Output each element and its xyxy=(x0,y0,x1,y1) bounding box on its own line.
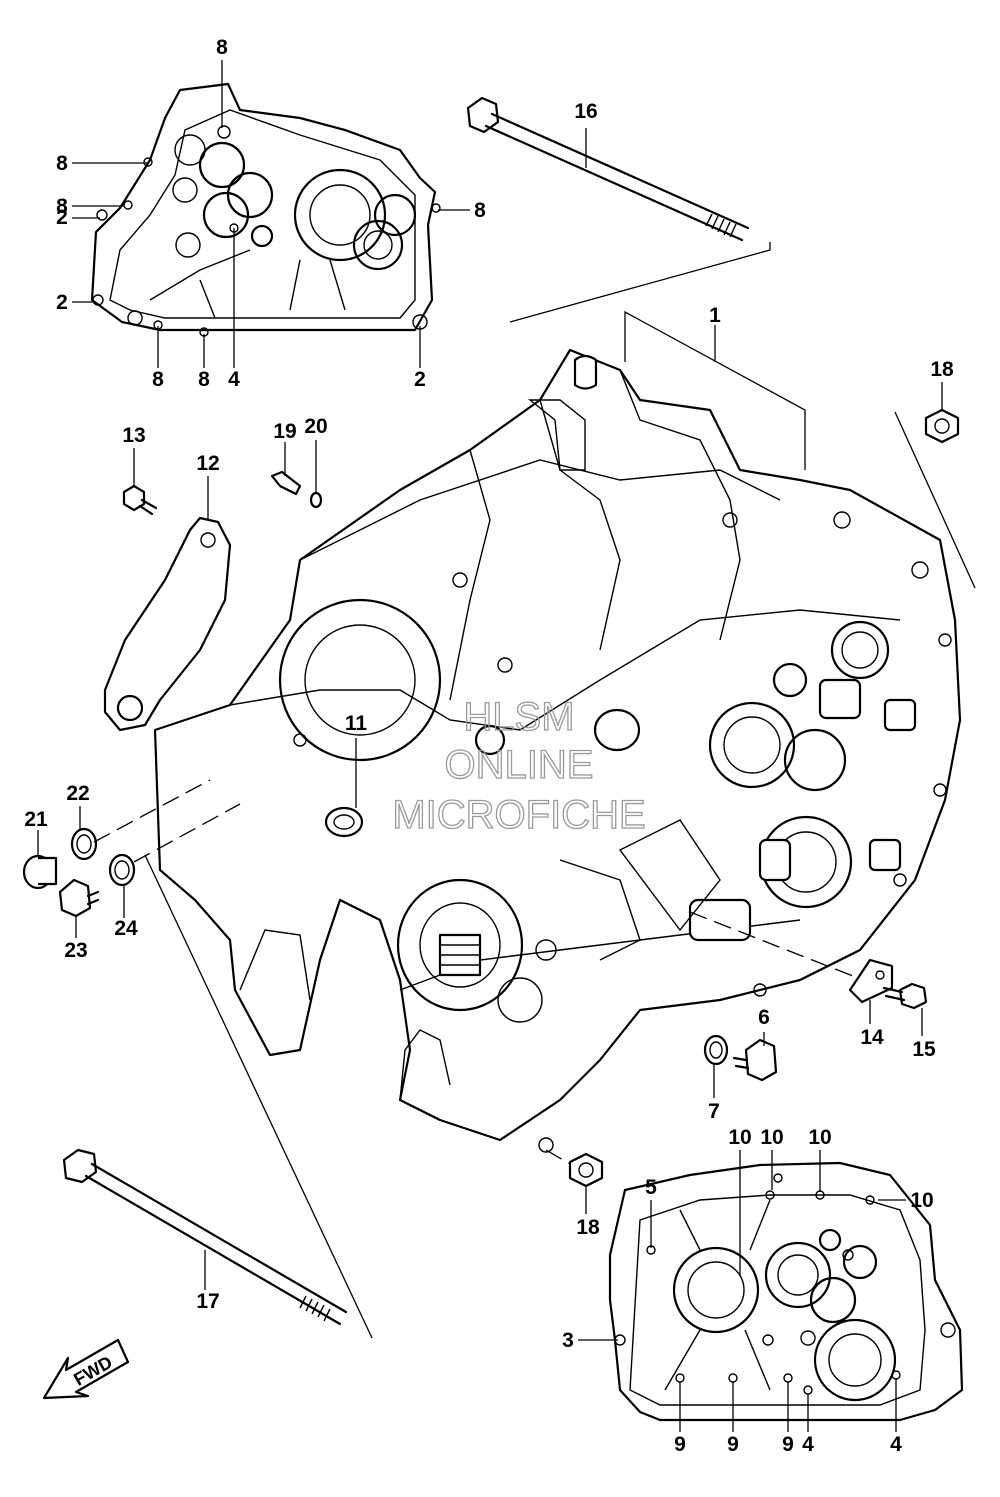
callout-9-2: 9 xyxy=(727,1433,739,1456)
screw-15 xyxy=(882,982,928,1010)
callout-8-bottom-2: 8 xyxy=(198,368,210,391)
callout-3: 3 xyxy=(562,1329,574,1352)
long-bolt-16 xyxy=(466,96,771,323)
callout-7: 7 xyxy=(708,1100,720,1123)
callout-9-1: 9 xyxy=(674,1433,686,1456)
callout-20: 20 xyxy=(304,415,327,438)
callout-5: 5 xyxy=(645,1176,657,1199)
callout-9-3: 9 xyxy=(782,1433,794,1456)
callout-labels: 1 2 2 2 3 4 4 4 5 6 7 8 8 8 8 8 8 9 9 9 … xyxy=(24,36,954,1456)
crankcase-inner-view-top xyxy=(90,82,441,337)
callout-10-3: 10 xyxy=(808,1126,831,1149)
main-crankcase-assembly xyxy=(153,348,962,1153)
callout-4-bottom-right: 4 xyxy=(890,1433,902,1456)
callout-18-bottom: 18 xyxy=(576,1216,600,1239)
long-bolt-17 xyxy=(62,1148,348,1326)
callout-8-right: 8 xyxy=(474,199,486,222)
gasket-24 xyxy=(108,853,136,887)
nut-18-top xyxy=(924,408,960,444)
o-ring-20 xyxy=(309,491,323,509)
callout-21: 21 xyxy=(24,808,48,831)
callout-12: 12 xyxy=(196,452,219,475)
callout-4-bottom-left: 4 xyxy=(802,1433,814,1456)
callout-8-left-2: 8 xyxy=(56,195,68,218)
nut-18-bottom xyxy=(568,1152,604,1188)
callout-10-1: 10 xyxy=(728,1126,751,1149)
drain-bolt-6 xyxy=(732,1038,778,1082)
watermark-line-2: ONLINE xyxy=(445,743,594,787)
callout-2-bottom: 2 xyxy=(414,368,426,391)
fwd-arrow-icon: FWD xyxy=(42,1338,130,1400)
callout-24: 24 xyxy=(114,917,138,940)
leader-lines xyxy=(37,60,976,1432)
callout-2-left-upper: 2 xyxy=(56,206,68,229)
watermark-line-3: MICROFICHE xyxy=(392,793,645,837)
callout-13: 13 xyxy=(122,424,145,447)
pipe-fitting-19 xyxy=(270,470,302,496)
callout-1: 1 xyxy=(709,304,721,327)
callout-22: 22 xyxy=(66,782,89,805)
callout-6: 6 xyxy=(758,1006,770,1029)
callout-10-4: 10 xyxy=(910,1189,933,1212)
callout-14: 14 xyxy=(860,1026,884,1049)
callout-23: 23 xyxy=(64,939,87,962)
plug-21 xyxy=(22,854,58,890)
callout-2-left-lower: 2 xyxy=(56,291,68,314)
watermark-line-1: HLSM xyxy=(463,695,574,739)
callout-16: 16 xyxy=(574,100,597,123)
callout-4-top: 4 xyxy=(228,368,240,391)
callout-15: 15 xyxy=(912,1038,936,1061)
callout-8-left-1: 8 xyxy=(56,152,68,175)
crankcase-inner-view-bottom xyxy=(608,1161,964,1422)
washer-7 xyxy=(703,1034,729,1066)
callout-8-bottom-1: 8 xyxy=(152,368,164,391)
callout-8-top: 8 xyxy=(216,36,228,59)
plate-14 xyxy=(848,958,894,1004)
callout-10-2: 10 xyxy=(760,1126,783,1149)
callout-11: 11 xyxy=(345,712,368,735)
bolt-13 xyxy=(122,484,158,516)
gasket-22 xyxy=(70,827,98,861)
watermark: HLSM ONLINE MICROFICHE xyxy=(392,694,647,837)
callout-18-top: 18 xyxy=(930,358,954,381)
callout-17: 17 xyxy=(196,1290,219,1313)
bracket-12 xyxy=(103,516,232,732)
plug-23 xyxy=(58,878,100,918)
callout-19: 19 xyxy=(273,420,296,443)
